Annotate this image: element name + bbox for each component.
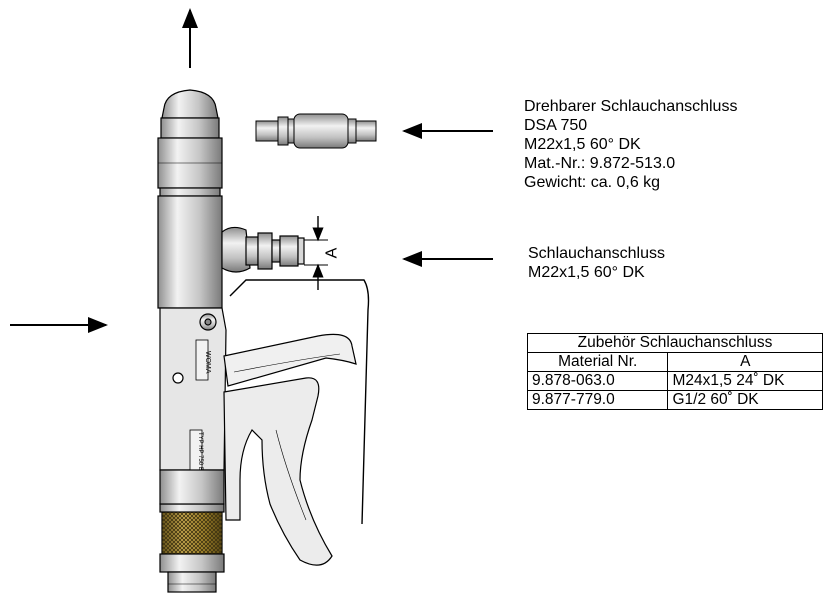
- hose-callout-line: Schlauchanschluss: [528, 245, 665, 262]
- table-cell: M24x1,5 24˚ DK: [667, 371, 823, 391]
- table-cell: 9.877-779.0: [526, 390, 669, 410]
- spray-gun: [157, 89, 370, 593]
- table-header-cell: Material Nr.: [526, 352, 669, 372]
- table-header-row: Material Nr. A: [526, 352, 823, 372]
- dsa-callout-line: Mat.-Nr.: 9.872-513.0: [524, 155, 676, 172]
- table-row: 9.877-779.0 G1/2 60˚ DK: [526, 390, 823, 410]
- accessory-table: Zubehör Schlauchanschluss Material Nr. A…: [526, 333, 823, 410]
- dsa-callout-line: DSA 750: [524, 117, 588, 134]
- dimension-a: [304, 216, 328, 290]
- dsa-callout-line: Drehbarer Schlauchanschluss: [524, 98, 738, 115]
- table-title-row: Zubehör Schlauchanschluss: [527, 333, 823, 353]
- table-cell: 9.878-063.0: [526, 371, 669, 391]
- dsa-swivel-connector: [255, 113, 377, 149]
- hose-callout-line: M22x1,5 60° DK: [528, 264, 645, 281]
- table-title: Zubehör Schlauchanschluss: [527, 333, 823, 353]
- table-cell: G1/2 60˚ DK: [667, 390, 823, 410]
- type-plate-marking: TYP HP 750 E: [197, 432, 203, 471]
- dsa-callout: Drehbarer Schlauchanschluss DSA 750 M22x…: [524, 97, 737, 192]
- table-header-cell: A: [667, 352, 823, 372]
- table-row: 9.878-063.0 M24x1,5 24˚ DK: [526, 371, 823, 391]
- brand-marking: WOMA: [204, 351, 211, 374]
- hose-callout: Schlauchanschluss M22x1,5 60° DK: [528, 244, 665, 282]
- dsa-callout-line: Gewicht: ca. 0,6 kg: [524, 174, 661, 191]
- dsa-callout-line: M22x1,5 60° DK: [524, 136, 641, 153]
